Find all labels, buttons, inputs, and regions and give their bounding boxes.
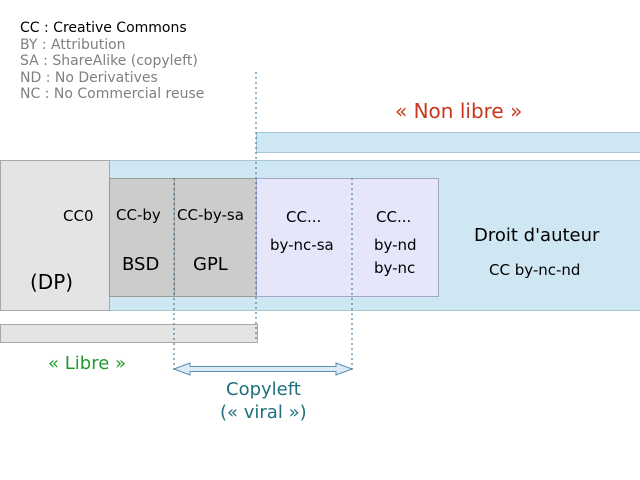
legend: CC : Creative Commons BY : Attribution S…: [20, 20, 204, 103]
by-nd-label: by-nd: [374, 236, 417, 254]
cc-by-sa-label: CC-by-sa: [177, 206, 244, 224]
by-nc-sa-label: by-nc-sa: [270, 236, 334, 254]
cc-nc-box: [256, 178, 439, 297]
gpl-label: GPL: [193, 254, 228, 275]
cc-by-nc-nd-label: CC by-nc-nd: [489, 261, 581, 279]
libre-band: [0, 324, 258, 343]
cc-nc-sa-top-label: CC...: [286, 208, 322, 226]
dp-label: (DP): [30, 270, 74, 294]
non-libre-label: « Non libre »: [395, 99, 523, 123]
cc-nd-top-label: CC...: [376, 208, 412, 226]
copyleft-viral-label: (« viral »): [220, 402, 307, 423]
legend-item-sa: SA : ShareAlike (copyleft): [20, 53, 198, 69]
droit-dauteur-title: Droit d'auteur: [474, 225, 600, 246]
legend-item-cc: CC : Creative Commons: [20, 20, 187, 36]
cc-by-label: CC-by: [116, 206, 161, 224]
copyleft-double-arrow: [172, 362, 354, 376]
cc0-label: CC0: [63, 207, 94, 225]
legend-item-by: BY : Attribution: [20, 36, 126, 53]
cc-by-sa-box: [174, 178, 257, 297]
libre-label: « Libre »: [48, 353, 127, 374]
by-nc-label: by-nc: [374, 259, 416, 277]
legend-item-nc: NC : No Commercial reuse: [20, 86, 205, 102]
copyleft-label: Copyleft: [226, 379, 301, 400]
legend-item-nd: ND : No Derivatives: [20, 69, 158, 86]
bsd-label: BSD: [122, 254, 160, 275]
